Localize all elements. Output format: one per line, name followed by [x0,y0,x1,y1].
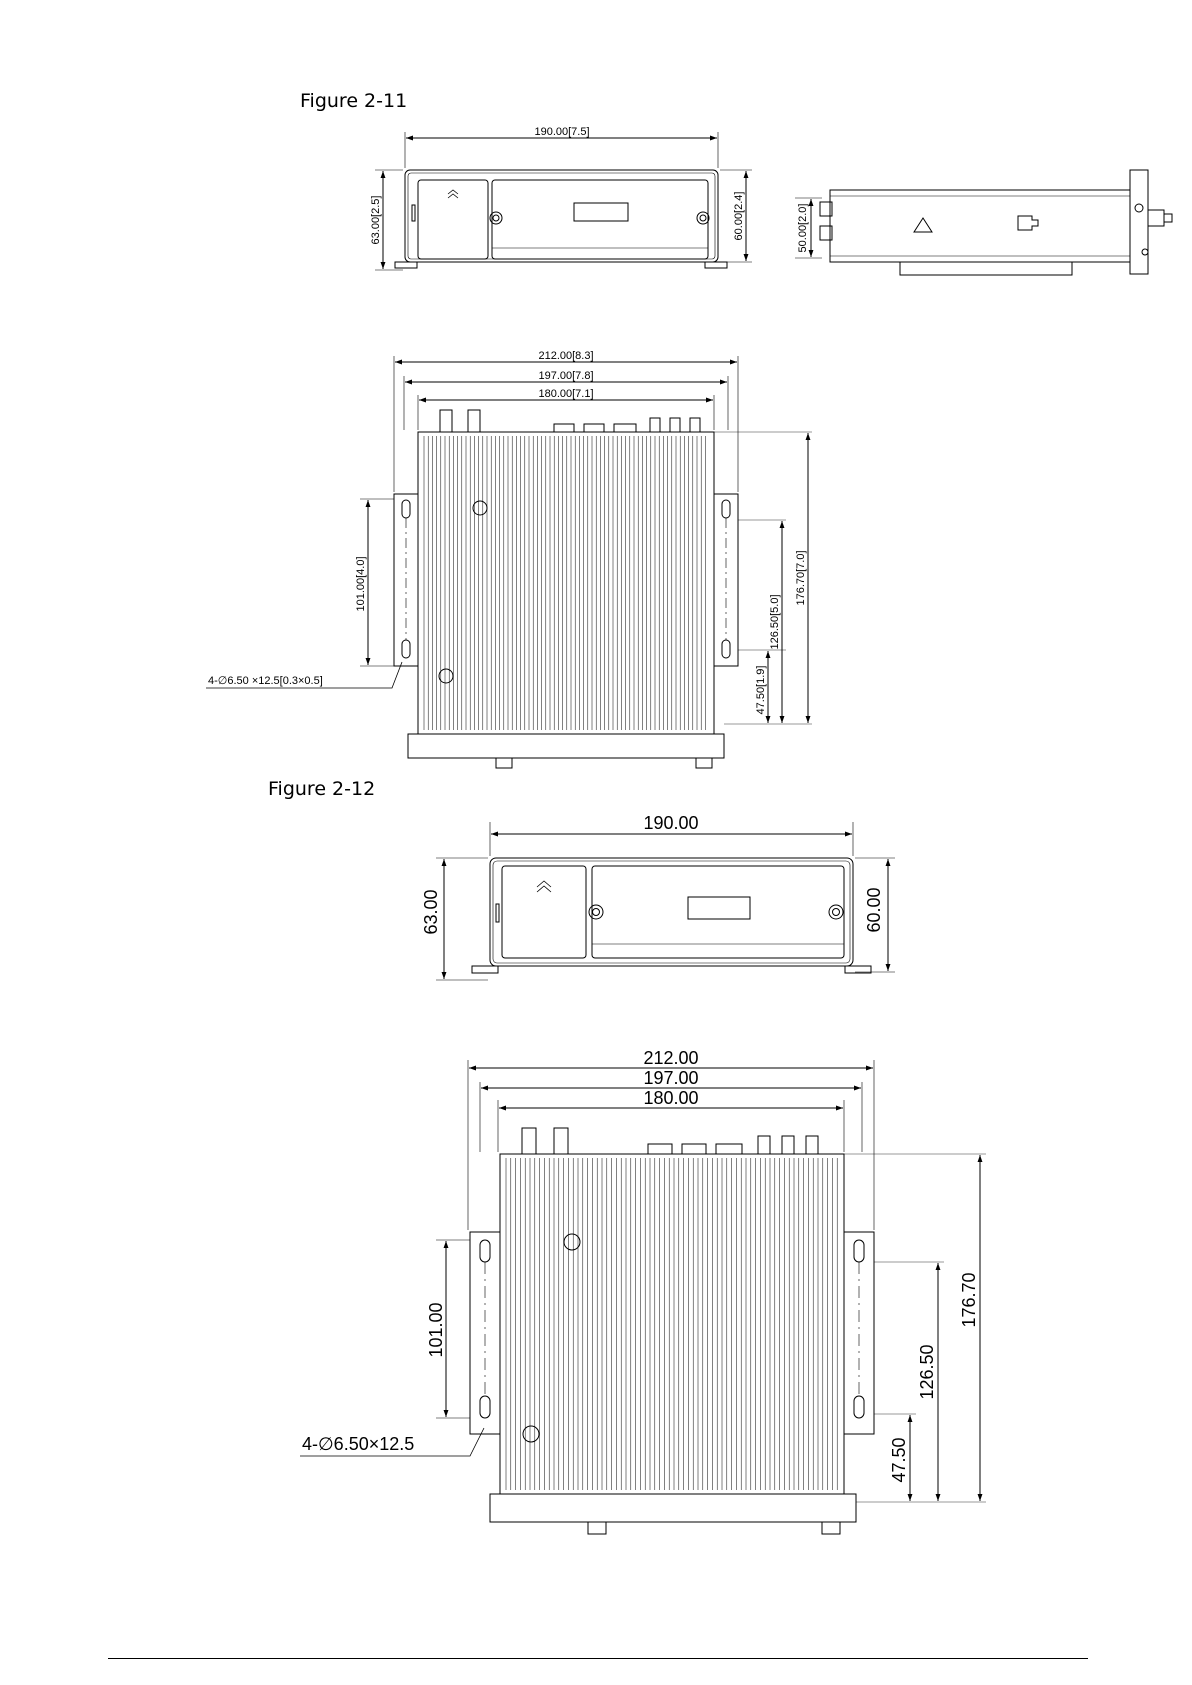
fig1-front-width-label: 190.00[7.5] [534,126,589,138]
fig2-top-width-label-180: 180.00 [643,1088,698,1108]
fig1-top-width-label-180: 180.00[7.1] [538,388,593,400]
fig1-top-height-label-176: 176.70[7.0] [795,550,807,605]
fig2-front-width-label: 190.00 [643,813,698,833]
fig1-side-height-label: 50.00[2.0] [797,204,809,253]
fig1-top-fins [424,436,705,730]
fig2-front-view [436,822,895,980]
fig1-front-right-height-label: 60.00[2.4] [733,192,745,241]
fig1-side-body [830,190,1130,262]
fig1-warning-icon [914,218,932,232]
fig1-top-height-label-126: 126.50[5.0] [769,594,781,649]
fig2-eject-icon [537,881,551,892]
fig1-side-view [795,170,1172,275]
fig1-front-view [375,132,752,270]
fig1-front-right-panel [492,180,708,259]
fig1-top-body [418,432,714,734]
fig1-hole-label: 4-∅6.50 ×12.5[0.3×0.5] [208,675,323,687]
fig1-top-view [206,356,812,768]
fig2-top-width-label-197: 197.00 [643,1068,698,1088]
fig1-top-base [408,734,724,758]
fig1-eject-icon [448,190,458,198]
fig2-top-height-label-176: 176.70 [959,1272,979,1327]
fig2-top-base [490,1494,856,1522]
fig1-top-width-label-197: 197.00[7.8] [538,370,593,382]
fig2-top-width-label-212: 212.00 [643,1048,698,1068]
fig2-top-fins [506,1158,837,1490]
fig2-front-left-height-label: 63.00 [421,889,441,934]
fig1-display-window [574,203,628,221]
fig1-top-width-label-212: 212.00[8.3] [538,350,593,362]
fig1-side-bracket [1130,170,1148,274]
fig2-front-chassis [490,858,853,966]
fig2-front-left-panel [502,866,586,958]
fig1-top-height-label-47: 47.50[1.9] [755,666,767,715]
fig1-front-left-height-label: 63.00[2.5] [370,196,382,245]
fig2-front-right-height-label: 60.00 [864,887,884,932]
fig1-front-left-panel [418,180,488,259]
fig2-top-body [500,1154,844,1494]
fig2-top-left-height-label: 101.00 [426,1302,446,1357]
fig2-top-height-label-47: 47.50 [889,1437,909,1482]
fig1-side-base [900,262,1072,275]
footer-rule [108,1658,1088,1659]
fig2-hole-label: 4-∅6.50×12.5 [302,1434,414,1454]
fig2-top-view [300,1060,986,1534]
fig2-top-height-label-126: 126.50 [917,1344,937,1399]
fig2-display-window [688,897,750,919]
fig1-top-left-height-label: 101.00[4.0] [355,556,367,611]
